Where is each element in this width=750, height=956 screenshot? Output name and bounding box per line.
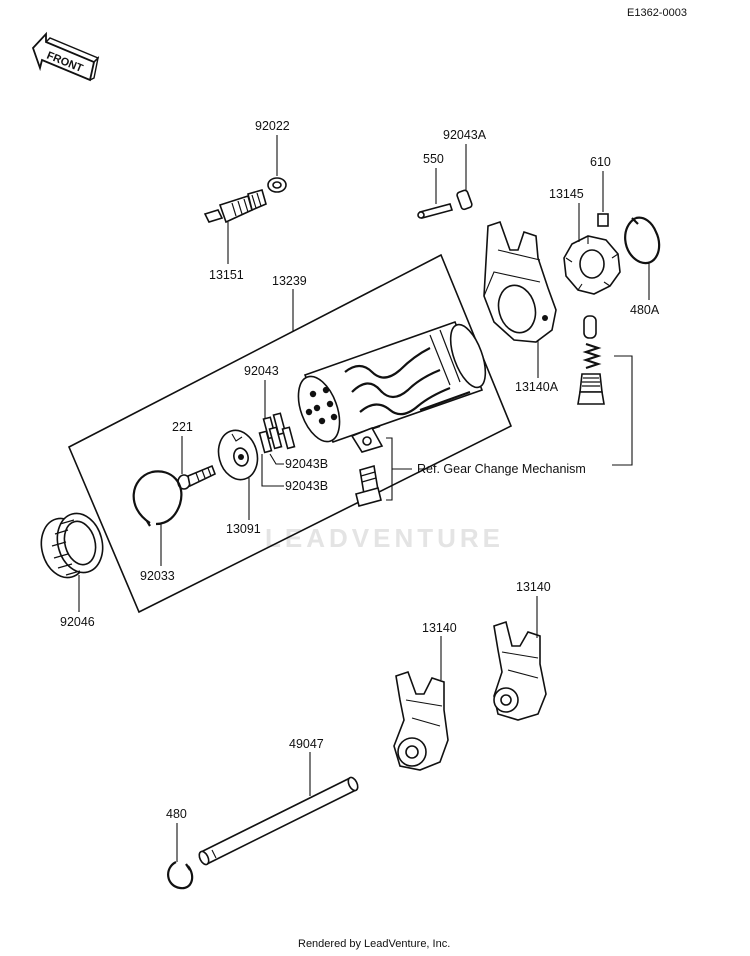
label-92033: 92033 [140,569,175,583]
reference-note: Ref. Gear Change Mechanism [417,462,586,476]
label-92043B-2: 92043B [285,479,328,493]
label-13140-right: 13140 [516,580,551,594]
label-480: 480 [166,807,187,821]
label-480A: 480A [630,303,660,317]
part-13140-shift-fork-left [393,670,449,771]
label-92043A: 92043A [443,128,487,142]
part-92033-circlip [132,470,183,527]
diagram-code: E1362-0003 [627,7,687,19]
part-92043-pins [258,412,296,454]
part-13140-shift-fork-right [493,620,547,721]
part-92043A-pin [456,189,473,211]
label-13239: 13239 [272,274,307,288]
part-221-screw [177,464,217,490]
label-13140-left: 13140 [422,621,457,635]
part-detent-plunger [583,315,597,339]
assembly-frame [67,253,513,614]
part-49047-shift-rod [198,776,359,866]
label-92043: 92043 [244,364,279,378]
part-610-pin [597,213,609,227]
label-49047: 49047 [289,737,324,751]
drum-bolt [355,464,382,507]
part-13239-shift-drum [297,320,487,444]
label-610: 610 [590,155,611,169]
label-221: 221 [172,420,193,434]
part-480-circlip [167,861,194,890]
footer-credit: Rendered by LeadVenture, Inc. [298,938,450,950]
part-92022-washer [267,177,287,193]
label-92043B-1: 92043B [285,457,328,471]
label-92046: 92046 [60,615,95,629]
part-13151-neutral-switch [203,189,267,224]
label-13091: 13091 [226,522,261,536]
drum-cam-plate [350,426,384,453]
label-13140A: 13140A [515,380,559,394]
part-550-cotter-pin [417,203,454,219]
label-92022: 92022 [255,119,290,133]
part-detent-spring [582,342,602,370]
label-550: 550 [423,152,444,166]
label-13145: 13145 [549,187,584,201]
label-13151: 13151 [209,268,244,282]
part-92046-needle-bearing [40,512,104,579]
part-13145-cam-plate [563,235,621,295]
part-480A-circlip [624,216,661,265]
part-13140A-shift-fork [483,220,557,343]
watermark: LEADVENTURE [265,523,504,553]
part-13091-drum-plate [217,429,259,481]
front-arrow-icon: FRONT [31,31,100,82]
part-detent-holder [577,373,605,405]
